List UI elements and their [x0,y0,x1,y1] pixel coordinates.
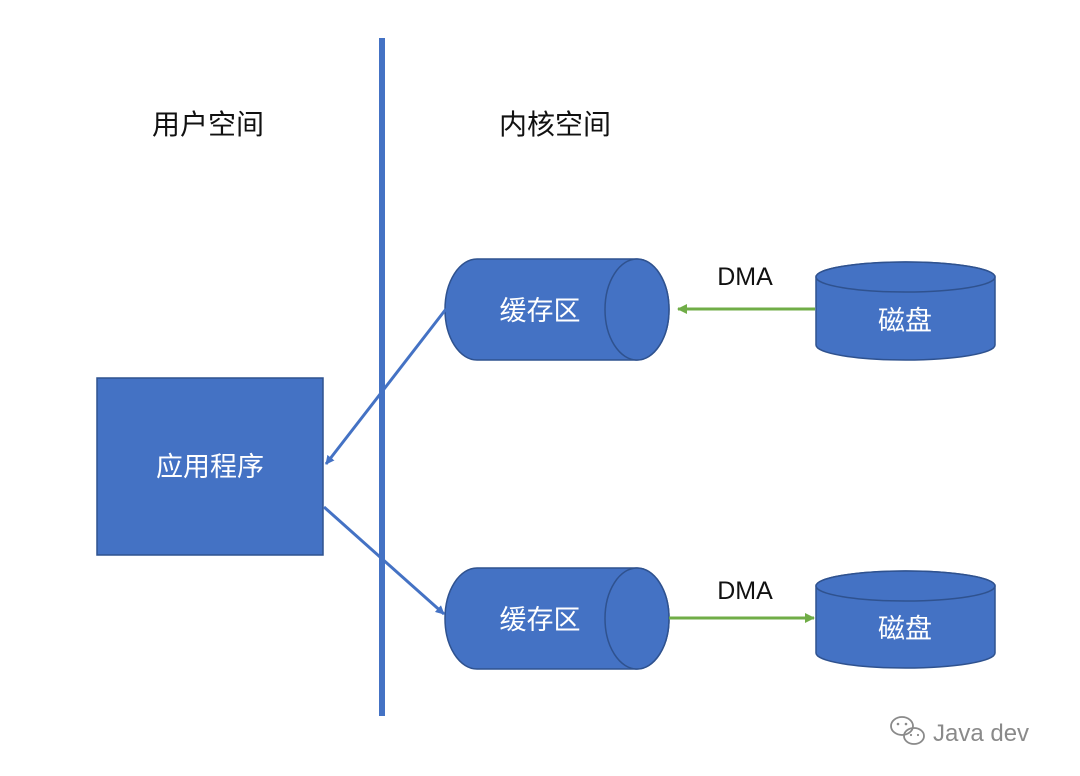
application-box: 应用程序 [96,377,324,556]
wechat-icon [890,716,925,745]
disk-top: 磁盘 [815,261,996,361]
buffer-top-label: 缓存区 [500,296,581,327]
application-label: 应用程序 [156,452,264,483]
app-to-buffer-arrow [323,505,445,616]
buffer-top: 缓存区 [444,258,670,361]
disk-bottom-label: 磁盘 [878,614,932,645]
buffer-bottom-label: 缓存区 [500,605,581,636]
disk-bottom: 磁盘 [815,570,996,669]
dma-read-label: DMA [717,263,773,291]
watermark-text: Java dev [933,720,1029,747]
user-space-label: 用户空间 [152,108,264,141]
watermark: Java dev [890,716,1029,747]
disk-top-label: 磁盘 [878,306,932,337]
buffer-to-app-arrow [324,308,448,465]
buffer-bottom: 缓存区 [444,567,670,670]
dma-write-label: DMA [717,577,773,605]
kernel-space-label: 内核空间 [499,108,611,141]
